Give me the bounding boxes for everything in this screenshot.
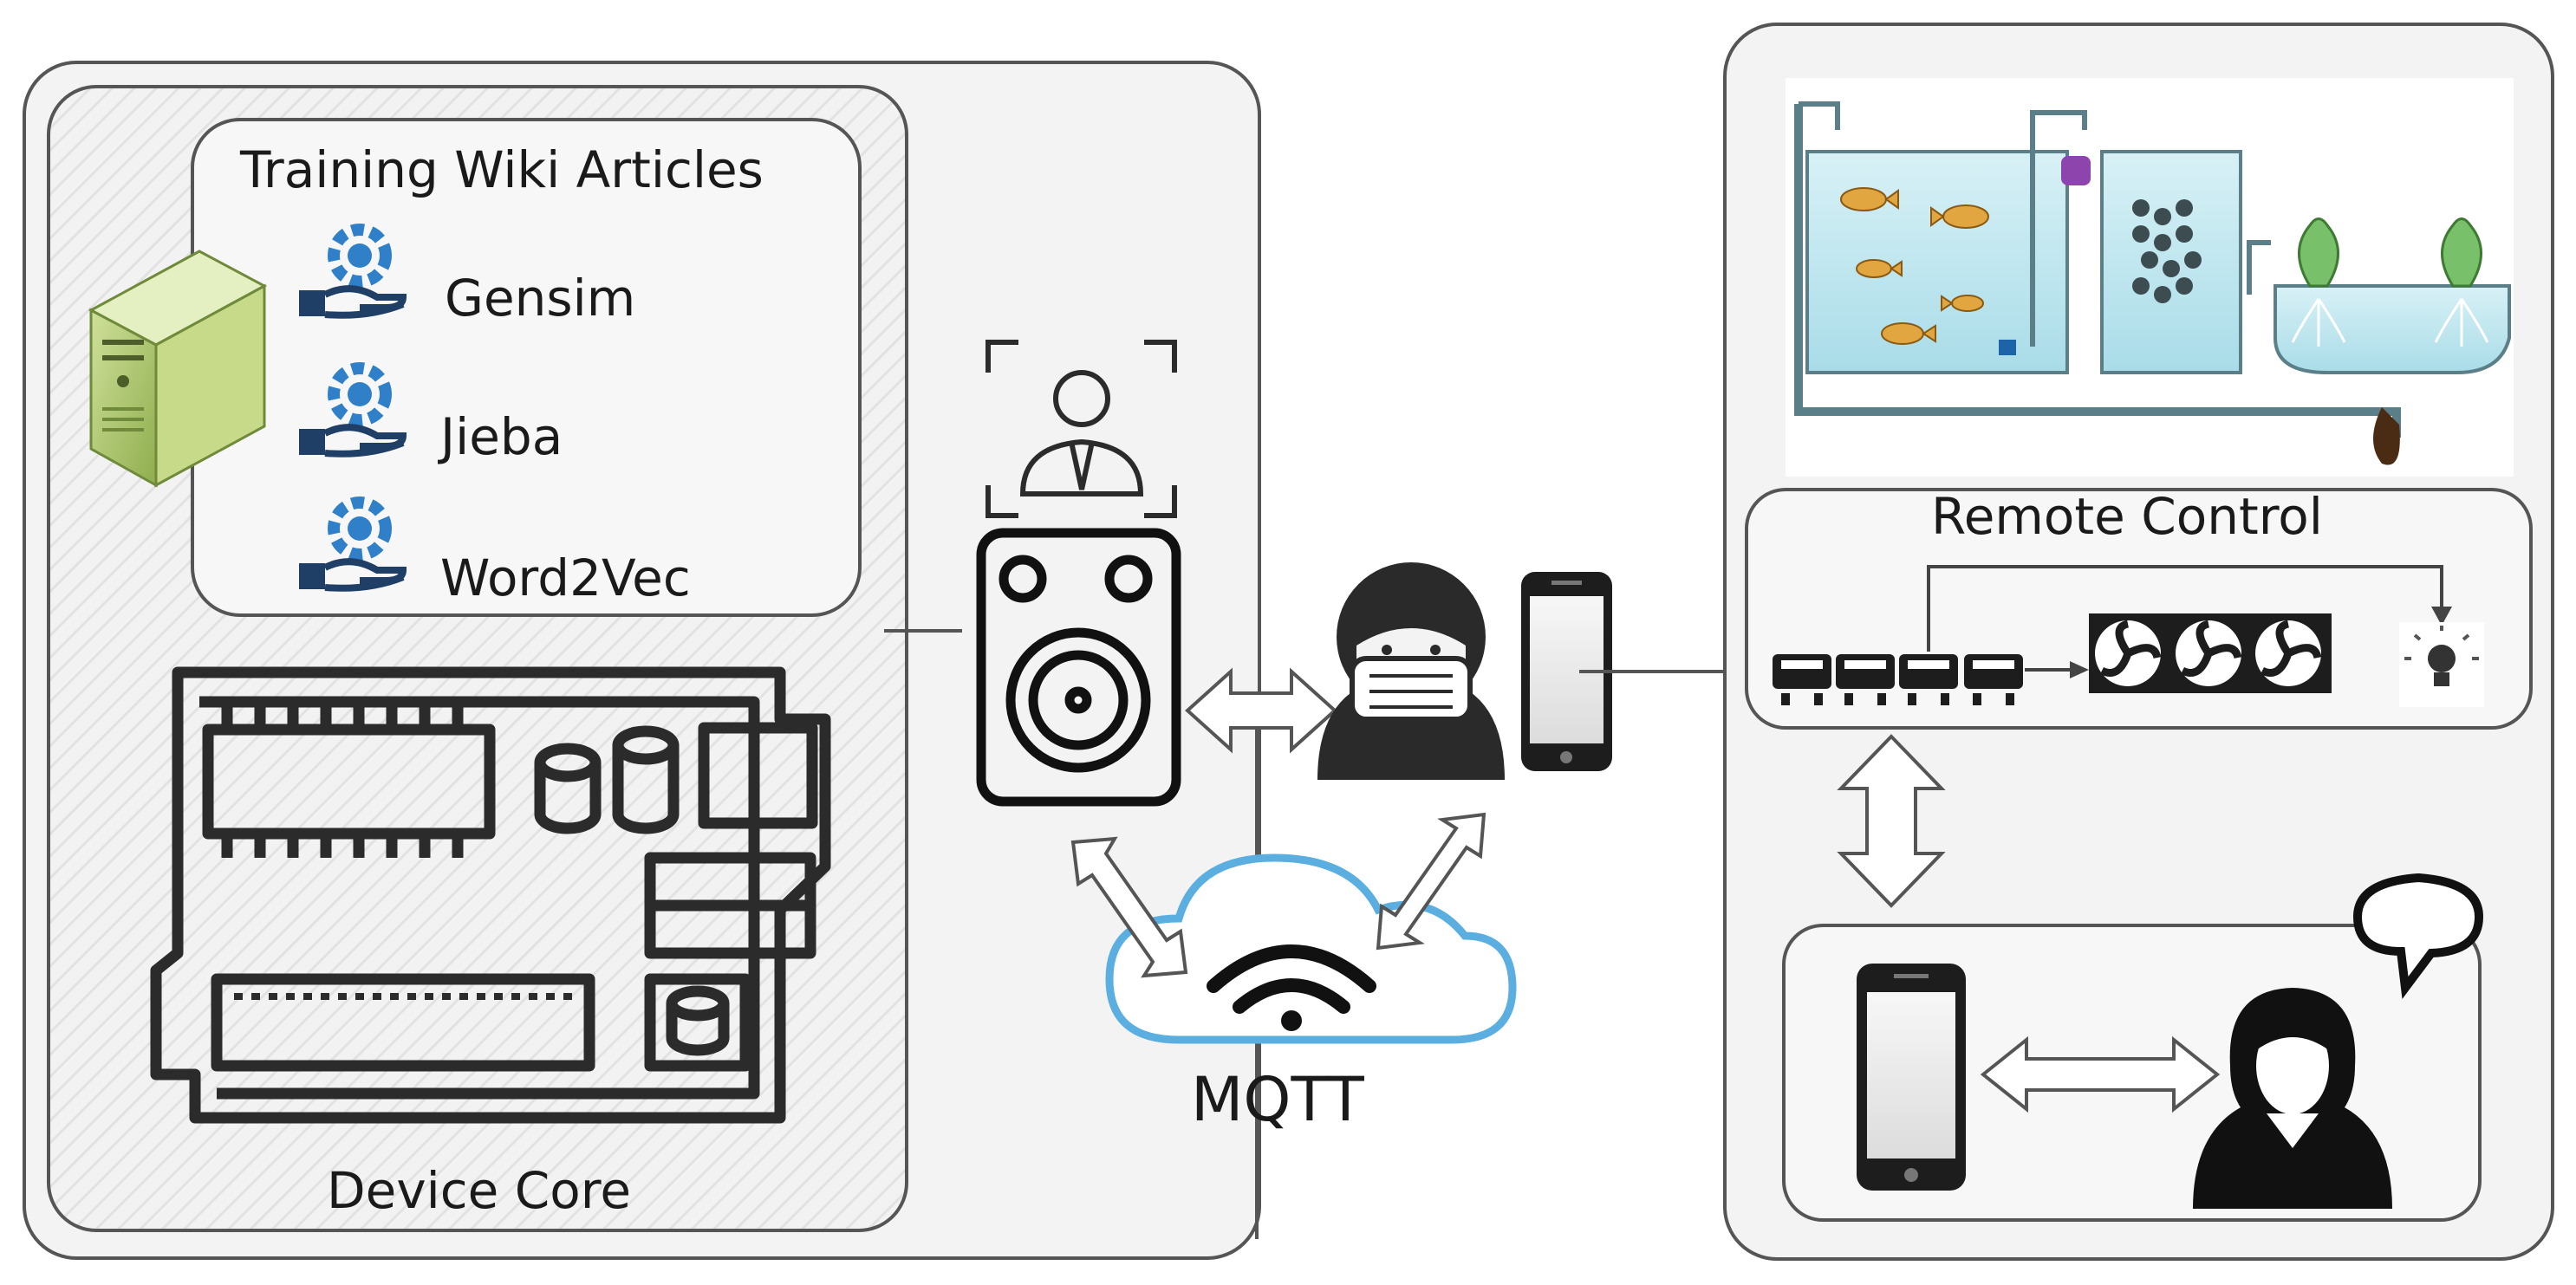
wifi-icon (1207, 944, 1376, 1031)
bidirectional-arrow (1837, 734, 1946, 908)
masked-user-icon (1317, 562, 1505, 780)
bidirectional-arrow (1376, 812, 1486, 951)
control-arrow-head (2070, 661, 2089, 678)
woman-user-icon (2193, 988, 2392, 1209)
aquaponics-tank-icon (1786, 78, 2514, 477)
relay-module-icon (1773, 654, 2023, 705)
remote-control-title: Remote Control (1931, 487, 2323, 546)
smartphone-icon (1857, 964, 1966, 1191)
library-label-word2vec: Word2Vec (440, 548, 691, 607)
bidirectional-arrow (1070, 836, 1188, 978)
bidirectional-arrow (1980, 1035, 2221, 1113)
server-tower-icon (88, 250, 268, 488)
control-arrow (1927, 565, 2443, 652)
device-core-title: Device Core (327, 1161, 632, 1220)
library-label-gensim: Gensim (445, 269, 636, 328)
microcontroller-board-icon (150, 666, 831, 1124)
gear-hand-icon (299, 224, 407, 319)
library-label-jieba: Jieba (440, 407, 563, 466)
speech-bubble-icon (2352, 873, 2484, 999)
face-recognition-icon (986, 340, 1177, 518)
gear-hand-icon (299, 362, 407, 458)
speaker-icon (976, 528, 1181, 807)
cooling-fan-icon (2089, 613, 2332, 693)
light-bulb-icon (2399, 622, 2484, 707)
control-arrow-head (2431, 607, 2452, 626)
gear-hand-icon (299, 496, 407, 592)
training-panel-title: Training Wiki Articles (240, 140, 764, 199)
mqtt-label: MQTT (1191, 1064, 1364, 1135)
